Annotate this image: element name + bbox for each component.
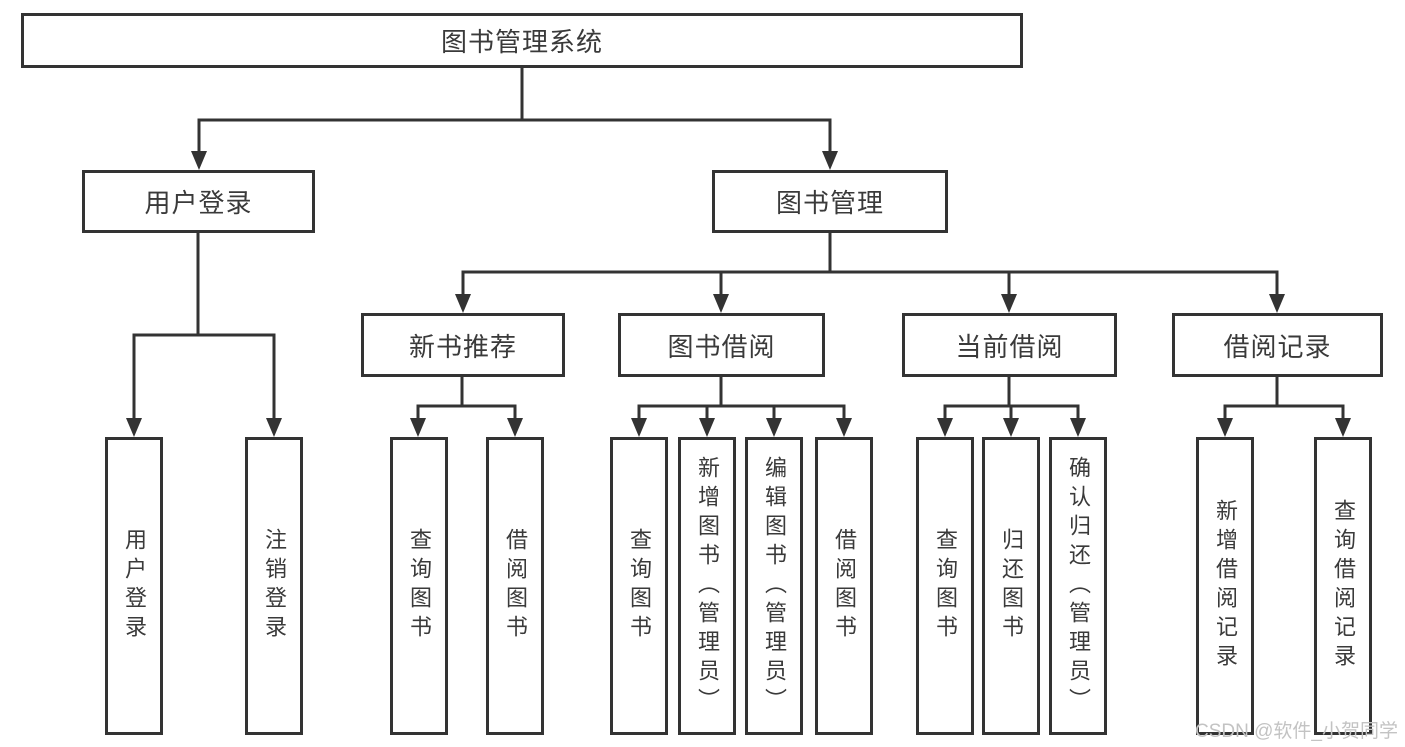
node-label: 查询借阅记录 [1331, 499, 1356, 673]
node-library-management-system: 图书管理系统 [21, 13, 1023, 68]
arrowhead-icon [699, 418, 715, 437]
connector-new-book-branch [416, 404, 517, 419]
arrowhead-icon [822, 151, 838, 170]
leaf-confirm-return-admin: 确认归还（管理员） [1049, 437, 1107, 735]
connector-book-mgmt-branch [461, 270, 1279, 295]
connector-borrow-record-branch [1223, 404, 1345, 419]
node-label: 查询图书 [933, 528, 958, 644]
arrowhead-icon [507, 418, 523, 437]
node-label: 图书管理 [775, 188, 884, 218]
node-book-borrowing: 图书借阅 [618, 313, 825, 377]
leaf-return-books: 归还图书 [982, 437, 1040, 735]
leaf-query-books-recommend: 查询图书 [390, 437, 448, 735]
arrowhead-icon [455, 294, 471, 313]
watermark: CSDN @软件_小贺同学 [1195, 721, 1398, 742]
node-current-borrowing: 当前借阅 [902, 313, 1117, 377]
node-label: 用户登录 [144, 188, 253, 218]
leaf-query-books-current: 查询图书 [916, 437, 974, 735]
node-label: 新书推荐 [408, 331, 517, 362]
leaf-add-borrow-record: 新增借阅记录 [1196, 437, 1254, 735]
arrowhead-icon [191, 151, 207, 170]
node-label: 编辑图书（管理员） [762, 455, 787, 717]
leaf-query-books-borrow: 查询图书 [610, 437, 668, 735]
leaf-borrow-books: 借阅图书 [815, 437, 873, 735]
node-label: 新增借阅记录 [1213, 499, 1238, 673]
node-new-book-recommend: 新书推荐 [361, 313, 565, 377]
node-label: 确认归还（管理员） [1066, 455, 1091, 717]
node-label: 借阅记录 [1223, 331, 1332, 362]
node-book-management: 图书管理 [712, 170, 948, 233]
arrowhead-icon [631, 418, 647, 437]
node-borrowing-records: 借阅记录 [1172, 313, 1383, 377]
arrowhead-icon [126, 418, 142, 437]
node-label: 借阅图书 [503, 528, 528, 644]
node-label: 查询图书 [627, 528, 652, 644]
node-label: 图书管理系统 [440, 27, 603, 57]
node-label: 注销登录 [262, 528, 287, 644]
arrowhead-icon [1335, 418, 1351, 437]
arrowhead-icon [937, 418, 953, 437]
arrowhead-icon [1269, 294, 1285, 313]
leaf-logout: 注销登录 [245, 437, 303, 735]
node-label: 归还图书 [999, 528, 1024, 644]
arrowhead-icon [766, 418, 782, 437]
leaf-user-login: 用户登录 [105, 437, 163, 735]
node-label: 当前借阅 [955, 331, 1064, 362]
arrowhead-icon [1070, 418, 1086, 437]
connector-root-branch [197, 118, 832, 152]
node-label: 借阅图书 [832, 528, 857, 644]
arrowhead-icon [1217, 418, 1233, 437]
node-user-login: 用户登录 [82, 170, 315, 233]
connector-current-borrow-branch [943, 404, 1080, 419]
node-label: 新增图书（管理员） [695, 455, 720, 717]
node-label: 查询图书 [407, 528, 432, 644]
leaf-query-borrow-record: 查询借阅记录 [1314, 437, 1372, 735]
arrowhead-icon [713, 294, 729, 313]
arrowhead-icon [410, 418, 426, 437]
leaf-edit-books-admin: 编辑图书（管理员） [745, 437, 803, 735]
arrowhead-icon [266, 418, 282, 437]
node-label: 用户登录 [122, 528, 147, 644]
connector-book-borrow-branch [637, 404, 846, 419]
arrowhead-icon [1001, 294, 1017, 313]
connector-user-login-branch [132, 333, 276, 419]
leaf-borrow-books-recommend: 借阅图书 [486, 437, 544, 735]
arrowhead-icon [836, 418, 852, 437]
node-label: 图书借阅 [667, 331, 776, 362]
arrowhead-icon [1003, 418, 1019, 437]
leaf-add-books-admin: 新增图书（管理员） [678, 437, 736, 735]
